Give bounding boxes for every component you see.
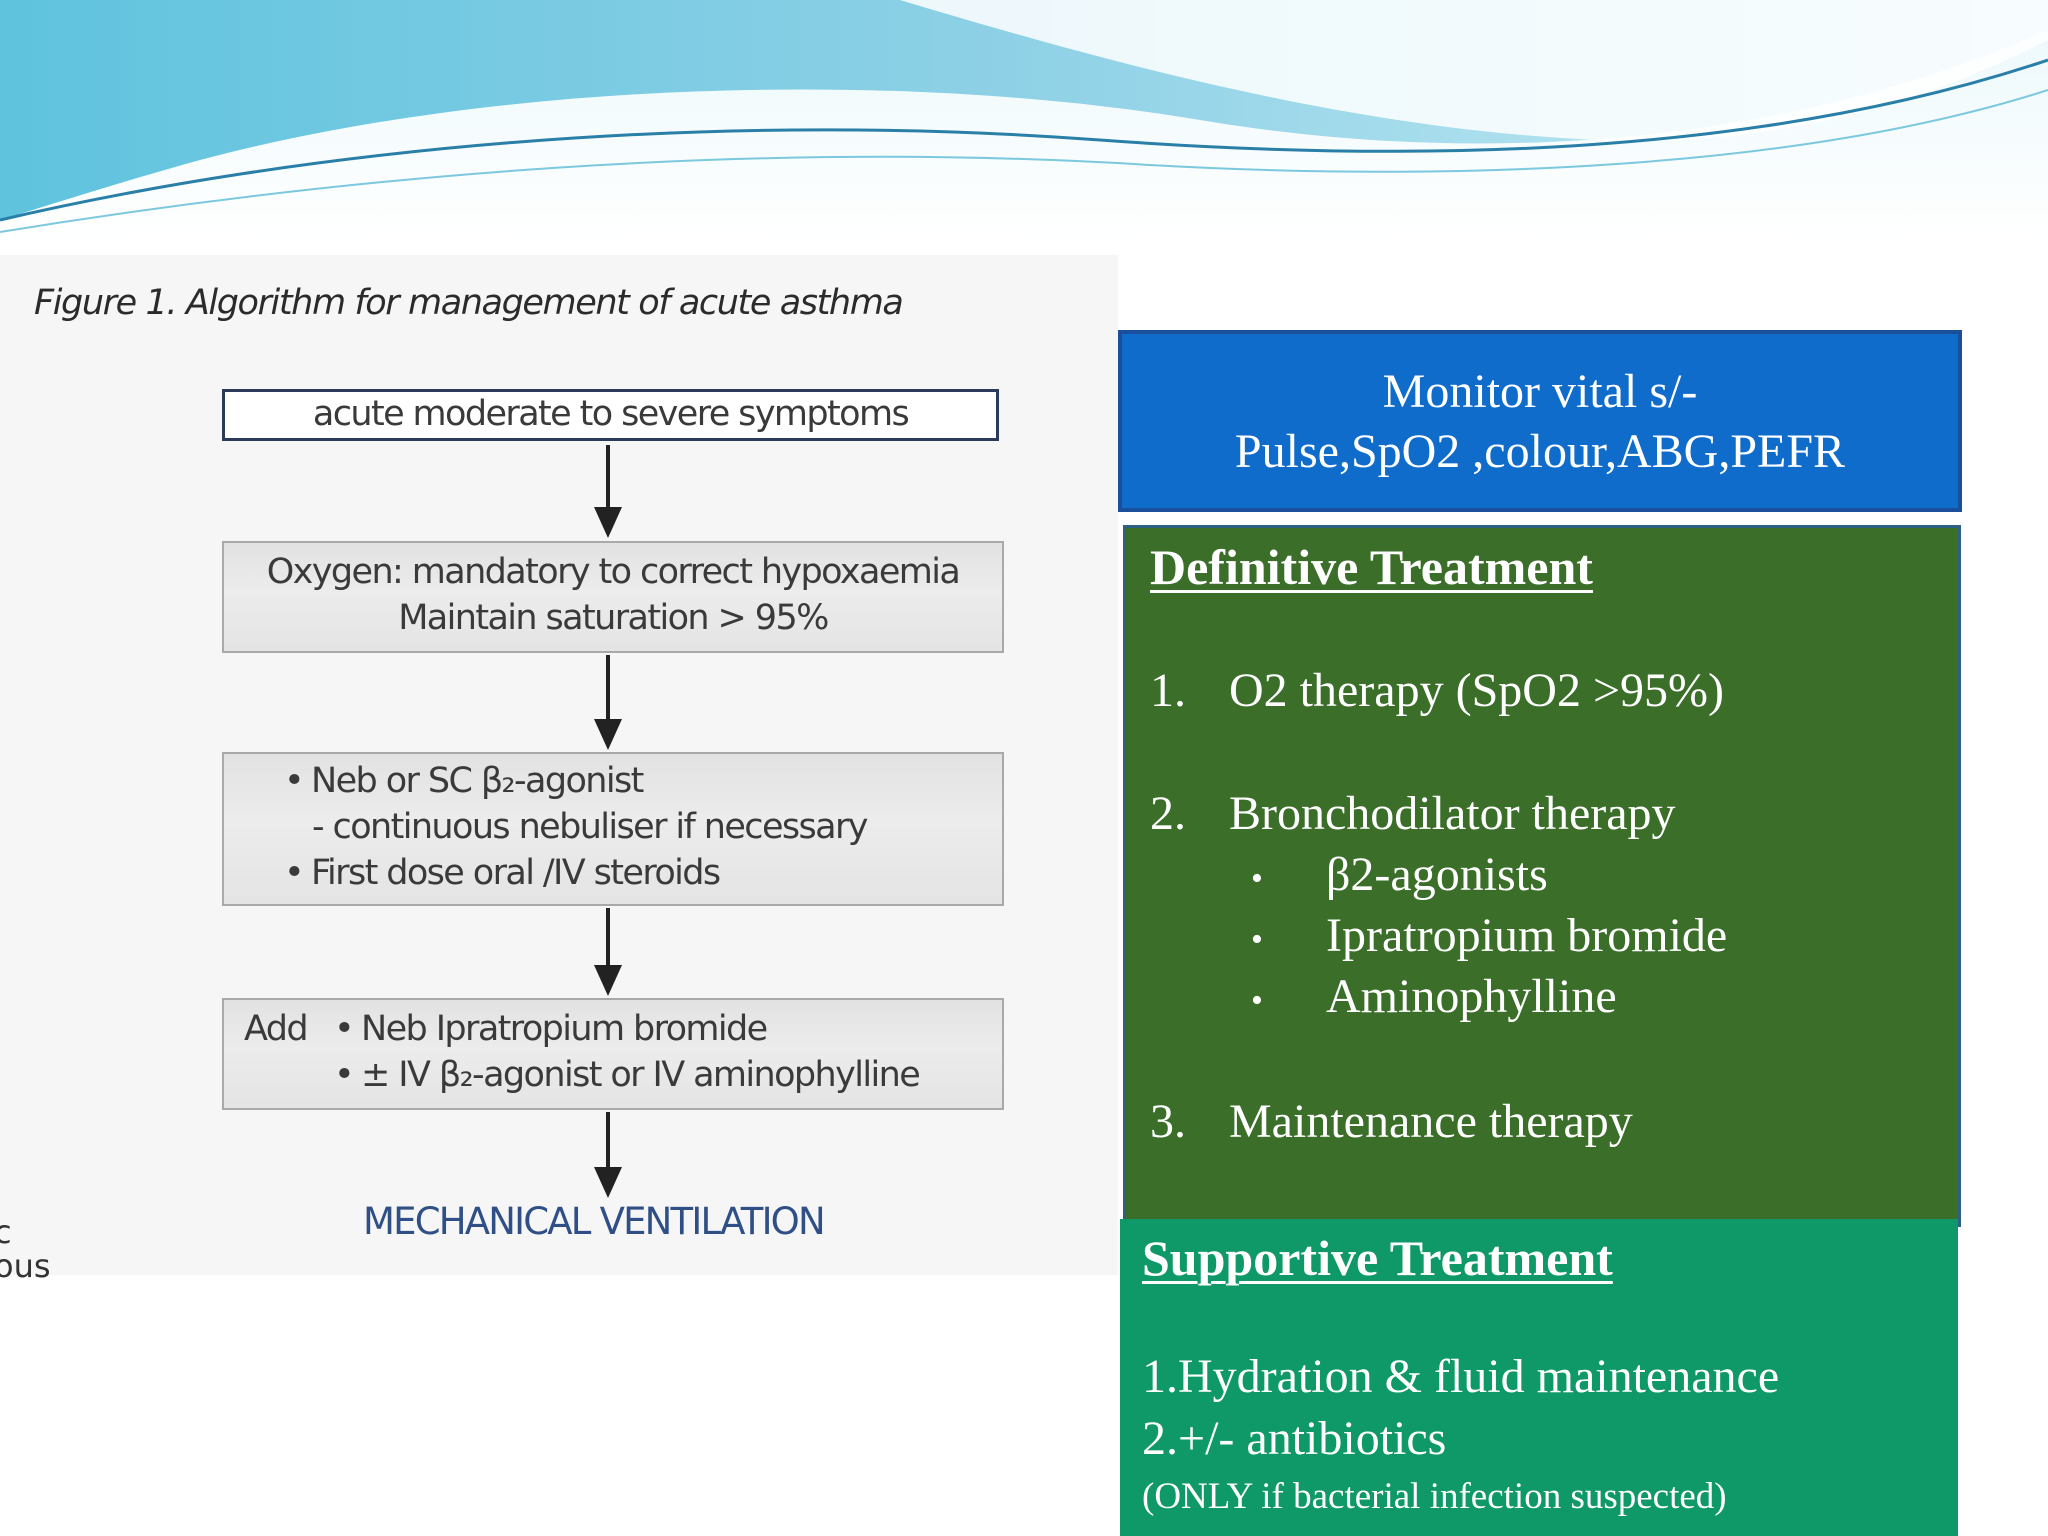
flow-bullet-line: •Neb or SC β₂-agonist: [284, 758, 1002, 804]
algorithm-figure: Figure 1. Algorithm for management of ac…: [0, 255, 1118, 1283]
supportive-line: 2.+/- antibiotics: [1142, 1412, 1447, 1465]
flow-step-add: Add •Neb Ipratropium bromide •± IV β₂-ago…: [222, 998, 1004, 1110]
monitor-vitals-panel: Monitor vital s/- Pulse,SpO2 ,colour,ABG…: [1118, 330, 1962, 512]
item-number: 1.: [1150, 664, 1186, 717]
monitor-line: Monitor vital s/-: [1382, 365, 1698, 418]
cropped-text-fragment: c ous: [0, 1215, 51, 1283]
cropped-text-line: ous: [0, 1247, 51, 1285]
flow-arrows: [594, 445, 622, 1198]
flow-step-text: Oxygen: mandatory to correct hypoxaemia: [266, 552, 961, 592]
flow-step-text: - continuous nebuliser if necessary: [312, 807, 869, 847]
item-text: Maintenance therapy: [1229, 1095, 1633, 1148]
flow-step-text: First dose oral /IV steroids: [311, 853, 721, 893]
figure-caption: Figure 1. Algorithm for management of ac…: [34, 283, 904, 323]
bullet-dot: •: [334, 1055, 355, 1095]
supportive-note: (ONLY if bacterial infection suspected): [1142, 1476, 1727, 1517]
item-text: Bronchodilator therapy: [1229, 787, 1676, 840]
flow-final-mechanical-ventilation: MECHANICAL VENTILATION: [363, 1200, 826, 1243]
supportive-treatment-panel: Supportive Treatment 1.Hydration & fluid…: [1120, 1219, 1958, 1536]
treatment-item: 2. Bronchodilator therapy: [1150, 786, 1676, 841]
item-number: 3.: [1150, 1095, 1186, 1148]
flow-step-agonist: •Neb or SC β₂-agonist - continuous nebul…: [222, 752, 1004, 906]
flow-bullet-line: Add •Neb Ipratropium bromide: [244, 1006, 1002, 1052]
bullet-dot: •: [1251, 920, 1263, 958]
bullet-dot: •: [1251, 981, 1263, 1019]
flow-step-oxygen: Oxygen: mandatory to correct hypoxaemia …: [222, 541, 1004, 653]
flow-step-text: acute moderate to severe symptoms: [312, 394, 910, 434]
definitive-heading: Definitive Treatment: [1150, 539, 1593, 595]
flow-bullet-line: •First dose oral /IV steroids: [284, 850, 1002, 896]
subitem-text: β2-agonists: [1326, 848, 1548, 901]
supportive-line: 1.Hydration & fluid maintenance: [1142, 1350, 1780, 1403]
add-label: Add: [244, 1009, 309, 1049]
bronchodilator-subitem: • β2-agonists: [1251, 847, 1548, 902]
subitem-text: Aminophylline: [1326, 970, 1617, 1023]
treatment-item: 1. O2 therapy (SpO2 >95%): [1150, 663, 1724, 718]
bullet-dot: •: [1251, 859, 1263, 897]
bronchodilator-subitem: • Aminophylline: [1251, 969, 1617, 1024]
flow-step-text: ± IV β₂-agonist or IV aminophylline: [361, 1055, 921, 1095]
subitem-text: Ipratropium bromide: [1326, 909, 1728, 962]
flow-step-text: Maintain saturation > 95%: [398, 598, 829, 638]
definitive-treatment-panel: Definitive Treatment 1. O2 therapy (SpO2 …: [1123, 525, 1961, 1227]
item-text: O2 therapy (SpO2 >95%): [1229, 664, 1724, 717]
flow-bullet-line: •± IV β₂-agonist or IV aminophylline: [244, 1052, 1002, 1098]
supportive-heading: Supportive Treatment: [1142, 1230, 1613, 1286]
item-number: 2.: [1150, 787, 1186, 840]
bullet-dot: •: [334, 1009, 355, 1049]
flow-step-text: Neb or SC β₂-agonist: [311, 761, 644, 801]
header-wave-decoration: [0, 0, 2048, 240]
bullet-dot: •: [284, 853, 305, 893]
flow-step-symptoms: acute moderate to severe symptoms: [222, 389, 999, 441]
treatment-item: 3. Maintenance therapy: [1150, 1094, 1633, 1149]
bullet-dot: •: [284, 761, 305, 801]
monitor-line: Pulse,SpO2 ,colour,ABG,PEFR: [1234, 425, 1846, 478]
bronchodilator-subitem: • Ipratropium bromide: [1251, 908, 1727, 963]
flow-step-text: Neb Ipratropium bromide: [361, 1009, 768, 1049]
cropped-text-line: c: [0, 1213, 12, 1251]
